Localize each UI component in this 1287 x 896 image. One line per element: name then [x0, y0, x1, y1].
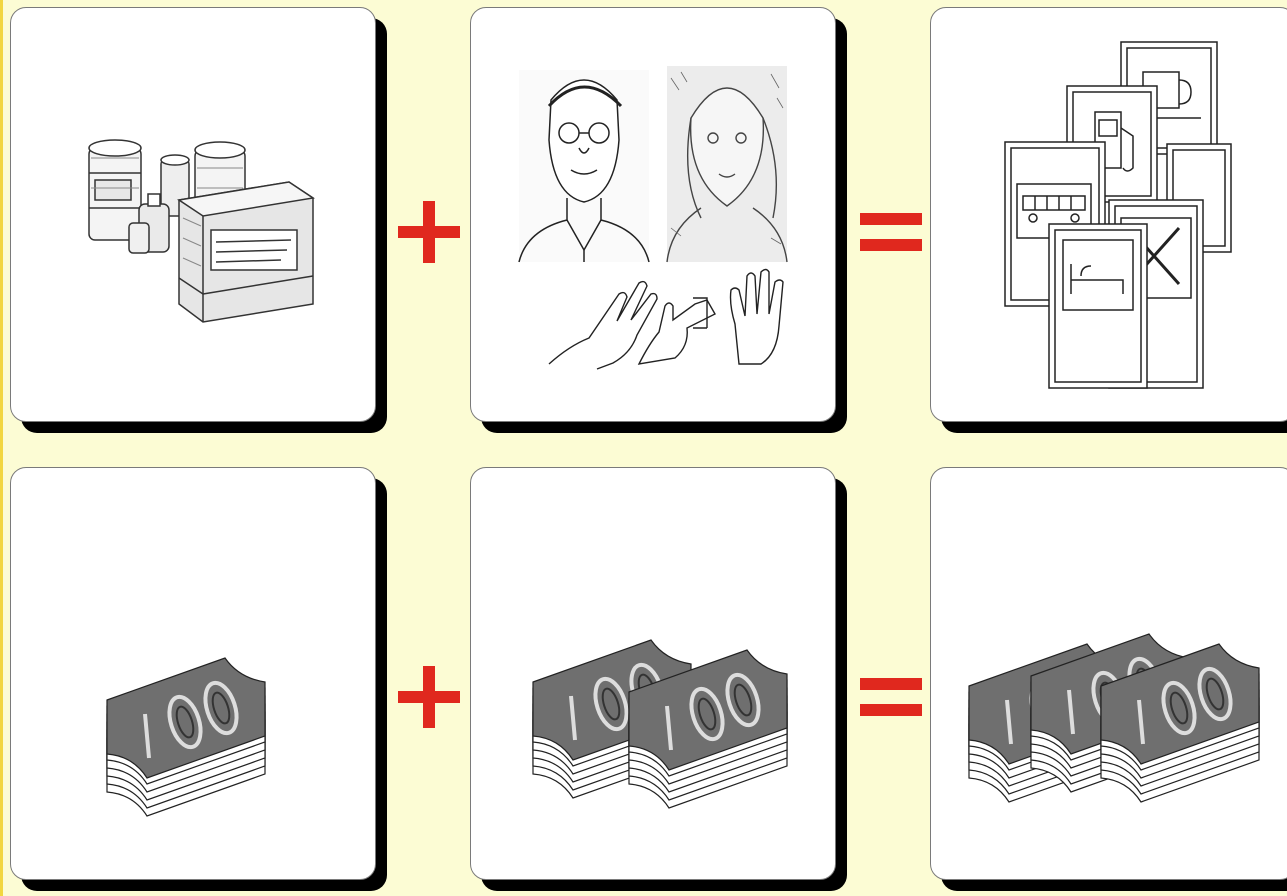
- equals-icon: [858, 664, 924, 730]
- card-goods: [10, 7, 376, 422]
- card-money-one: [10, 467, 376, 880]
- money-stacks-icon: [931, 468, 1287, 880]
- card-money-three: [930, 467, 1287, 880]
- card-services: [930, 7, 1287, 422]
- plus-icon: [396, 199, 462, 265]
- equals-icon: [858, 199, 924, 265]
- money-stacks-icon: [471, 468, 836, 880]
- card-money-two: [470, 467, 836, 880]
- goods-crates-and-drums-icon: [11, 8, 376, 422]
- plus-icon: [396, 664, 462, 730]
- money-stack-icon: [11, 468, 376, 880]
- card-people: [470, 7, 836, 422]
- service-signs-icon: [931, 8, 1287, 422]
- people-and-hands-icon: [471, 8, 836, 422]
